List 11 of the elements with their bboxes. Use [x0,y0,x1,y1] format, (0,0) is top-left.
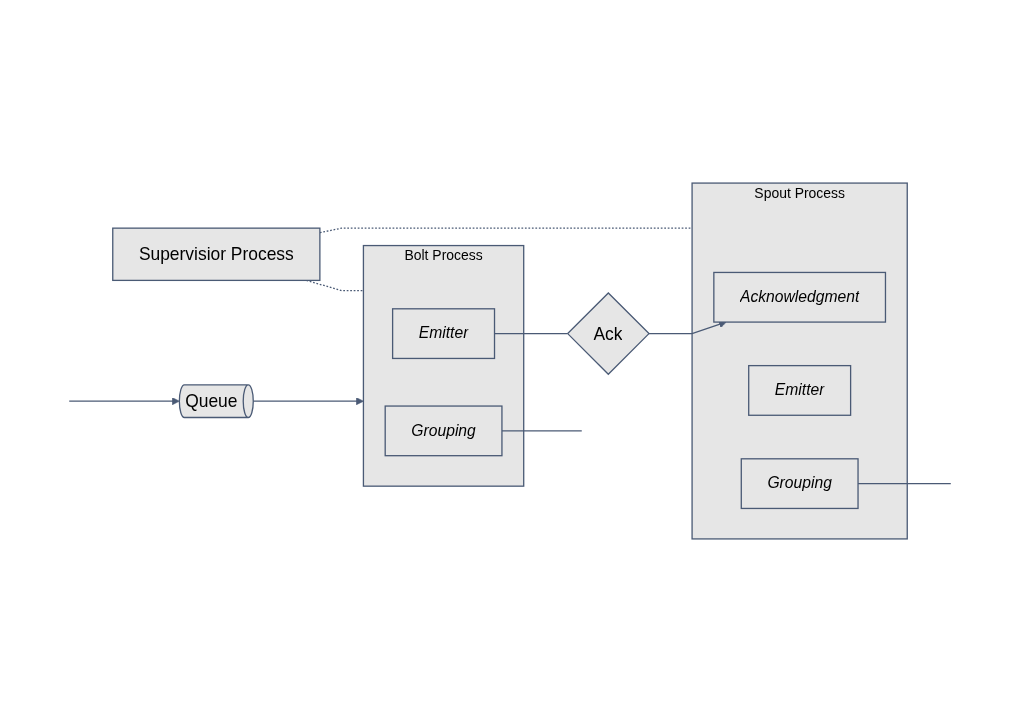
connector [501,430,583,432]
node-diamond: Ack [566,292,650,376]
node-box: Emitter [748,364,852,416]
arrow [68,397,180,405]
node-text: Queue [185,391,238,411]
node-box: Supervisior Process [112,227,321,282]
node-box: Grouping [740,458,859,510]
node-box: Acknowledgment [713,271,887,323]
arrow [252,397,364,405]
node-box: Emitter [391,308,496,360]
node-box: Grouping [384,405,503,457]
